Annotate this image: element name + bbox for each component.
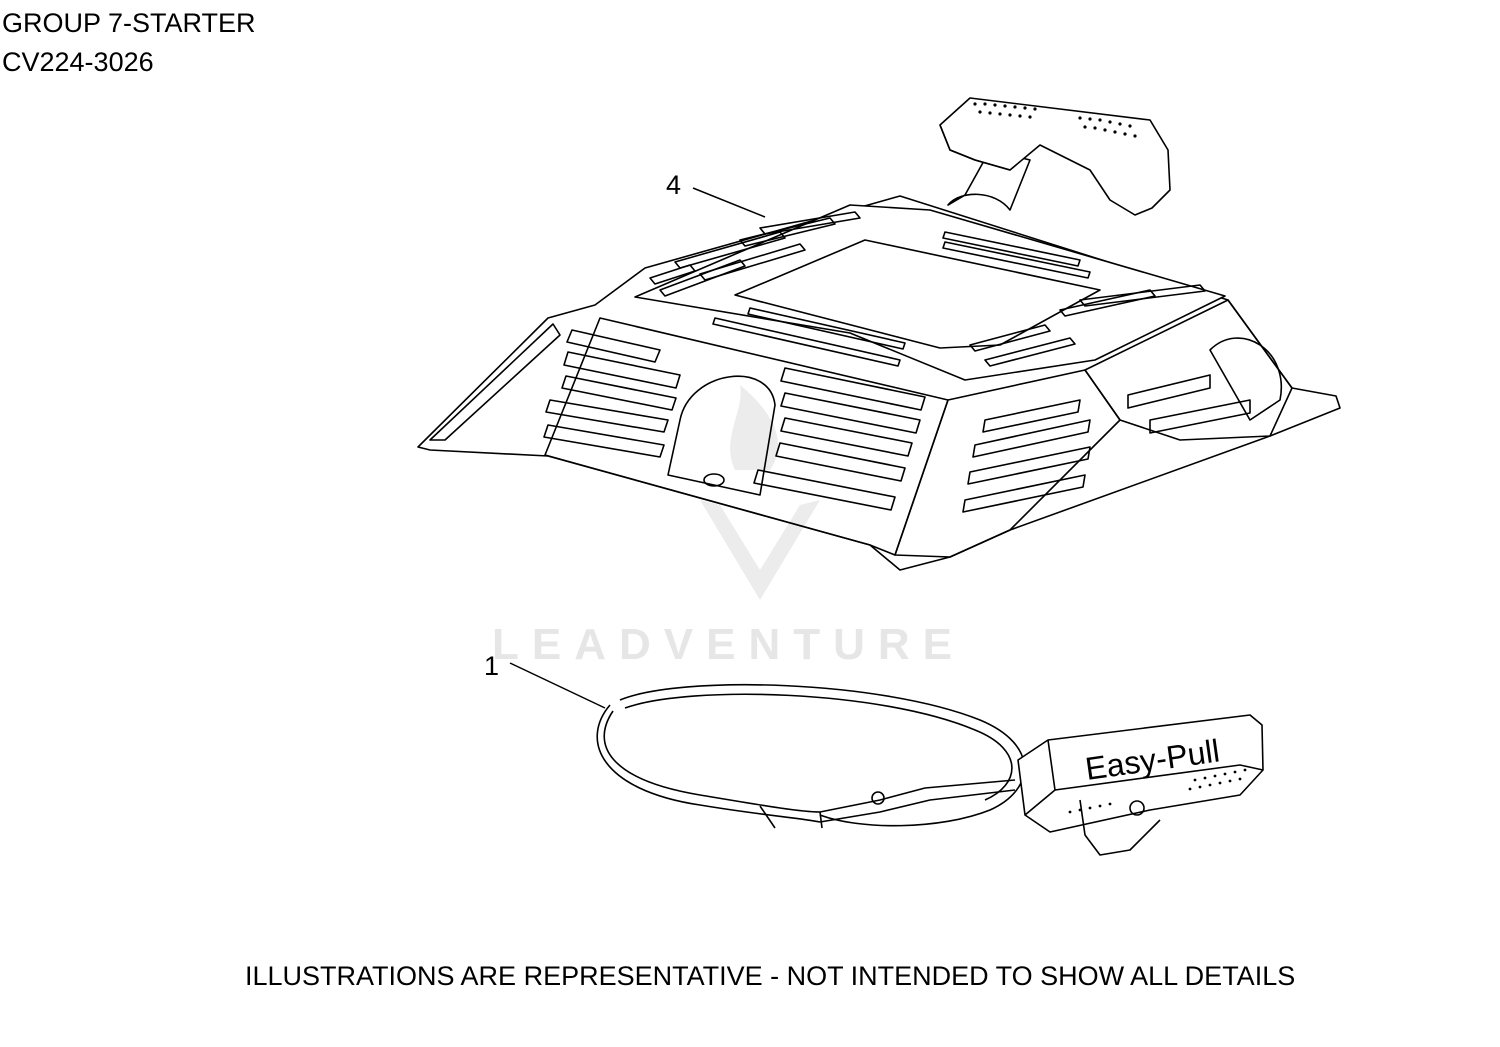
group-title: GROUP 7-STARTER bbox=[2, 8, 256, 38]
rope-handle-grip-texture bbox=[1068, 768, 1247, 814]
recoil-starter-assembly[interactable] bbox=[417, 97, 1341, 571]
callout-4-leader bbox=[692, 187, 766, 218]
watermark-text: LEADVENTURE bbox=[492, 620, 966, 669]
callout-1[interactable]: 1 bbox=[484, 651, 500, 681]
callout-4[interactable]: 4 bbox=[666, 170, 682, 200]
watermark-logo bbox=[700, 385, 820, 600]
model-number: CV224-3026 bbox=[2, 47, 154, 77]
disclaimer-text: ILLUSTRATIONS ARE REPRESENTATIVE - NOT I… bbox=[245, 961, 1296, 991]
starter-rope-assembly[interactable] bbox=[596, 683, 1264, 856]
handle-grip-texture bbox=[973, 102, 1137, 138]
callout-1-leader bbox=[509, 662, 606, 709]
